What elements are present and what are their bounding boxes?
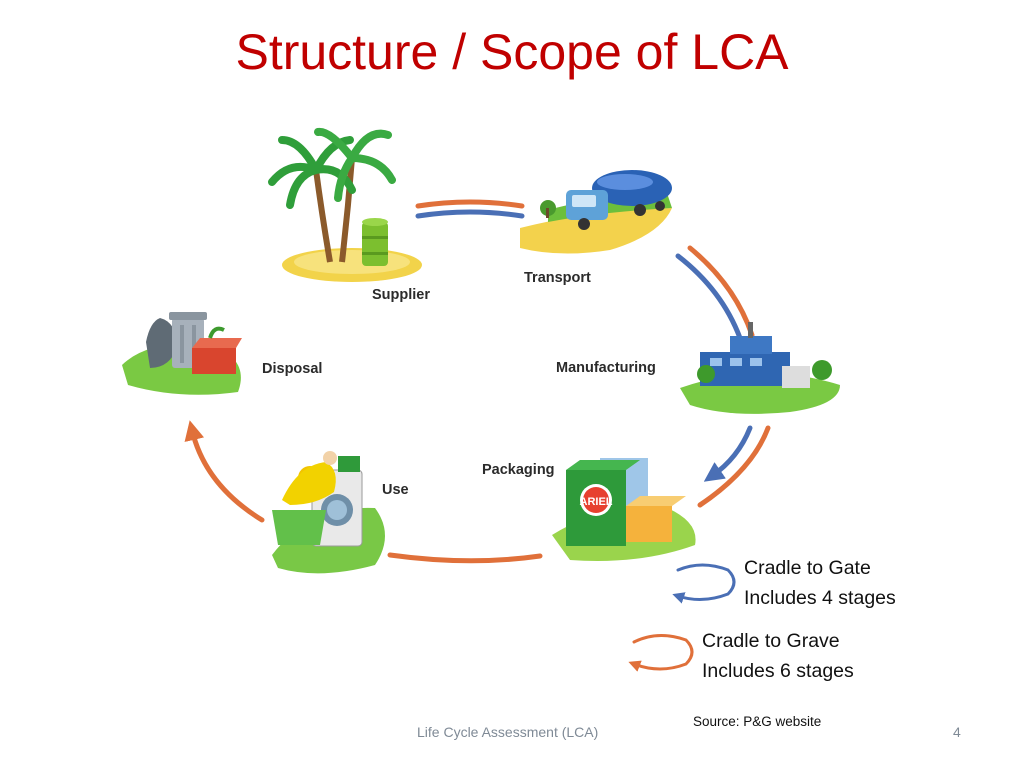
legend-cradle-to-gate: Cradle to Gate Includes 4 stages (744, 553, 896, 613)
stage-label-use: Use (382, 482, 409, 498)
legend-arrow-cradle-to-gate-icon (672, 563, 736, 604)
arrow-use-disposal (184, 420, 265, 523)
arrow-transport-manufacturing-gate (675, 253, 743, 341)
arrow-supplier-transport-gate (415, 209, 525, 219)
legend-cradle-to-grave-desc: Includes 6 stages (702, 660, 854, 682)
legend-cradle-to-grave: Cradle to Grave Includes 6 stages (702, 626, 854, 686)
supplier-illustration (268, 127, 422, 282)
stage-label-transport: Transport (524, 270, 591, 286)
page-number: 4 (953, 724, 961, 740)
packaging-illustration: ARIEL (552, 458, 696, 561)
cycle-arrows (184, 199, 771, 564)
stage-label-packaging: Packaging (482, 462, 555, 478)
stage-label-manufacturing: Manufacturing (556, 360, 656, 376)
footer-text: Life Cycle Assessment (LCA) (417, 724, 599, 740)
use-illustration (272, 451, 385, 574)
legend-cradle-to-gate-title: Cradle to Gate (744, 557, 871, 579)
stage-label-disposal: Disposal (262, 361, 322, 377)
source-note: Source: P&G website (693, 714, 822, 729)
stage-label-supplier: Supplier (372, 287, 430, 303)
ariel-brand-label: ARIEL (580, 496, 613, 508)
legend-cradle-to-grave-title: Cradle to Grave (702, 630, 840, 652)
page-title: Structure / Scope of LCA (235, 24, 789, 80)
arrow-transport-manufacturing-grave (687, 245, 755, 338)
arrow-packaging-use (387, 552, 543, 564)
manufacturing-illustration (680, 322, 840, 414)
lca-cycle-diagram: ARIEL Supplier Transport Manufacturing P… (122, 127, 840, 672)
arrow-supplier-transport-grave (415, 199, 525, 209)
arrow-manufacturing-packaging-grave (697, 425, 771, 508)
legend-arrow-cradle-to-grave-icon (628, 634, 694, 672)
transport-illustration (520, 170, 672, 254)
legend-cradle-to-gate-desc: Includes 4 stages (744, 587, 896, 609)
disposal-illustration (122, 312, 242, 395)
arrow-manufacturing-packaging-gate (703, 425, 753, 482)
